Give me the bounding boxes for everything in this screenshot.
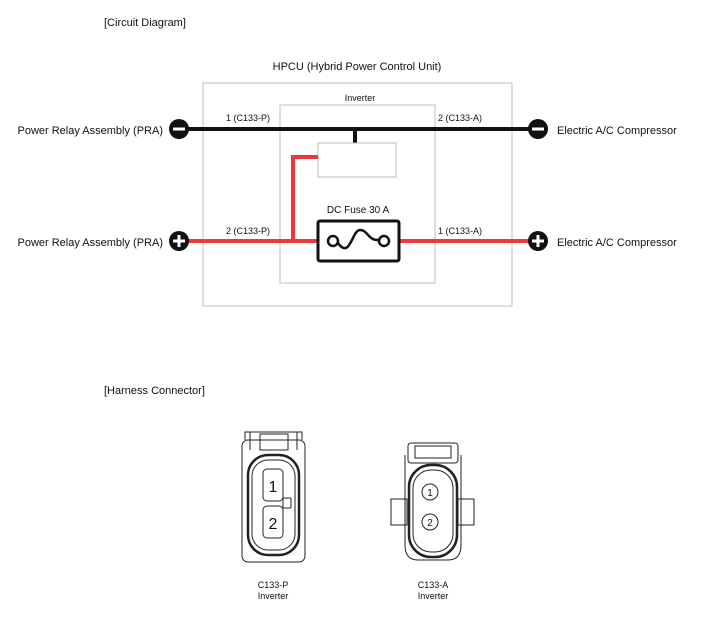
positive-tap-wire — [291, 155, 318, 241]
connector-a-pin-1-ring — [421, 483, 439, 501]
dc-fuse — [316, 219, 401, 263]
connector-c133-p — [241, 431, 306, 563]
connector-p-name: C133-P — [258, 580, 289, 590]
terminal-label-pra-pos: Power Relay Assembly (PRA) — [18, 237, 164, 249]
connector-a-pin-2: 2 — [427, 518, 433, 529]
hpcu-box — [202, 82, 513, 307]
connector-a-pin-1: 1 — [427, 488, 433, 499]
inverter-box — [279, 104, 436, 284]
minus-terminal-icon — [169, 119, 189, 139]
pin-label-pos-right: 1 (C133-A) — [438, 226, 482, 236]
terminal-label-compressor-neg: Electric A/C Compressor — [557, 125, 677, 137]
inverter-label: Inverter — [345, 93, 376, 103]
pin-label-pos-left: 2 (C133-P) — [226, 226, 270, 236]
connector-p-pin-1: 1 — [269, 479, 278, 496]
terminal-label-pra-neg: Power Relay Assembly (PRA) — [18, 125, 164, 137]
section-harness-title: [Harness Connector] — [104, 385, 205, 397]
connector-c133-a — [390, 442, 475, 561]
terminal-label-compressor-pos: Electric A/C Compressor — [557, 237, 677, 249]
connector-a-pin-2-ring — [421, 513, 439, 531]
fuse-label: DC Fuse 30 A — [327, 205, 390, 216]
connector-a-name: C133-A — [418, 580, 449, 590]
section-circuit-title: [Circuit Diagram] — [104, 17, 186, 29]
inverter-module-box — [317, 142, 397, 178]
pin-label-neg-left: 1 (C133-P) — [226, 113, 270, 123]
connector-p-sub: Inverter — [258, 591, 289, 601]
hpcu-title: HPCU (Hybrid Power Control Unit) — [273, 61, 442, 73]
plus-terminal-icon — [528, 231, 548, 251]
pin-label-neg-right: 2 (C133-A) — [438, 113, 482, 123]
plus-terminal-icon — [169, 231, 189, 251]
minus-terminal-icon — [528, 119, 548, 139]
connector-p-pin-2: 2 — [269, 516, 278, 533]
connector-a-sub: Inverter — [418, 591, 449, 601]
